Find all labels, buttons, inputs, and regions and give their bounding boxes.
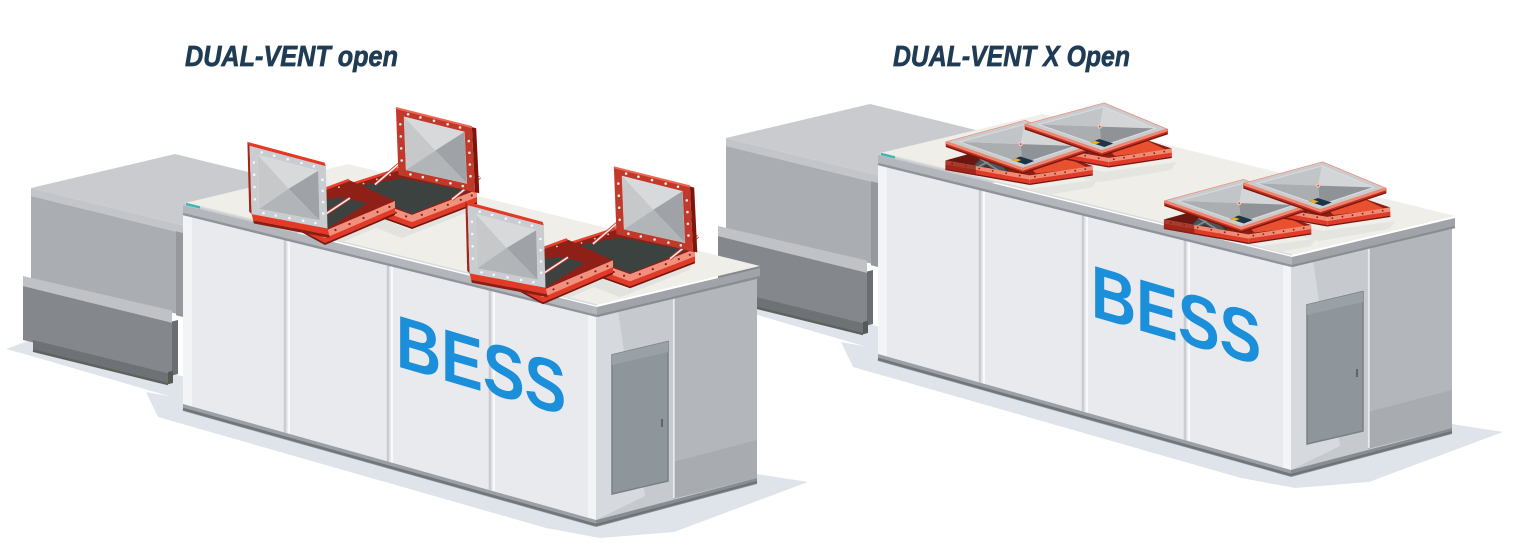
- svg-text:DUAL-VENT X Open: DUAL-VENT X Open: [893, 41, 1130, 73]
- svg-text:DUAL-VENT open: DUAL-VENT open: [185, 41, 398, 73]
